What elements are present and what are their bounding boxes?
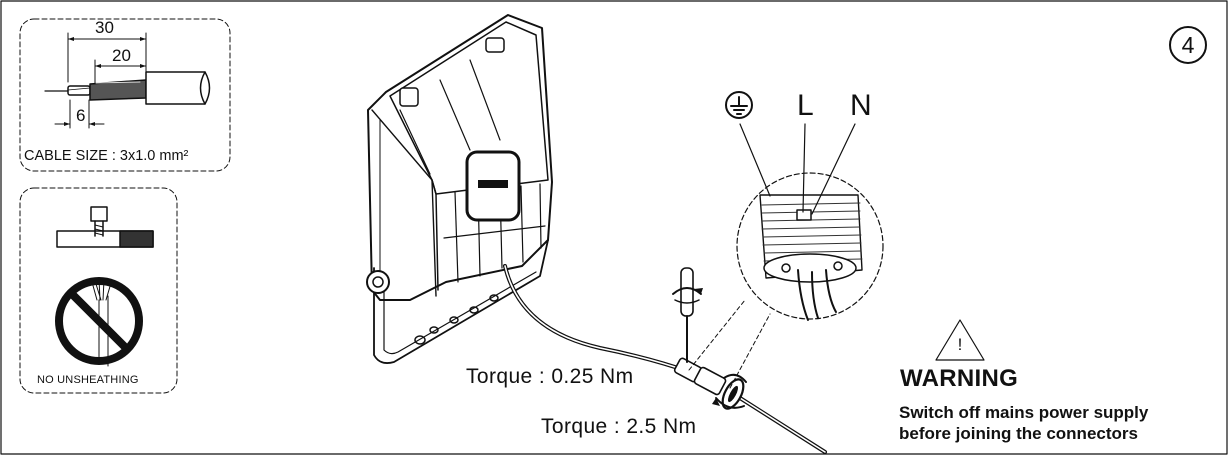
- torque-screw-label: Torque : 0.25 Nm: [466, 365, 634, 388]
- dimension-20: 20: [112, 46, 131, 65]
- torque-gland-label: Torque : 2.5 Nm: [541, 415, 697, 438]
- cable-size-label: CABLE SIZE : 3x1.0 mm²: [24, 148, 189, 164]
- no-unsheathing-panel: [19, 187, 178, 394]
- cable-prep-panel: [19, 18, 231, 172]
- warning-message: Switch off mains power supply before joi…: [899, 402, 1228, 444]
- cable-connector: [673, 357, 747, 410]
- dimension-6: 6: [76, 106, 86, 125]
- terminal-live-label: L: [797, 89, 814, 122]
- screwdriver: [672, 267, 703, 363]
- warning-line-2: before joining the connectors: [899, 424, 1138, 443]
- warning-triangle-icon: [935, 319, 985, 361]
- terminal-neutral-label: N: [850, 89, 872, 122]
- protective-earth-icon: [725, 91, 753, 119]
- step-number-badge: 4: [1169, 26, 1207, 64]
- warning-line-1: Switch off mains power supply: [899, 403, 1149, 422]
- dimension-30: 30: [95, 18, 114, 37]
- terminal-detail-zoom: [688, 123, 884, 389]
- floodlight-fixture: [366, 14, 553, 364]
- warning-title: WARNING: [900, 365, 1019, 392]
- warning-exclamation: !: [957, 335, 963, 354]
- power-cable: [503, 264, 827, 454]
- step-number: 4: [1181, 31, 1195, 58]
- no-unsheathing-label: NO UNSHEATHING: [37, 374, 139, 386]
